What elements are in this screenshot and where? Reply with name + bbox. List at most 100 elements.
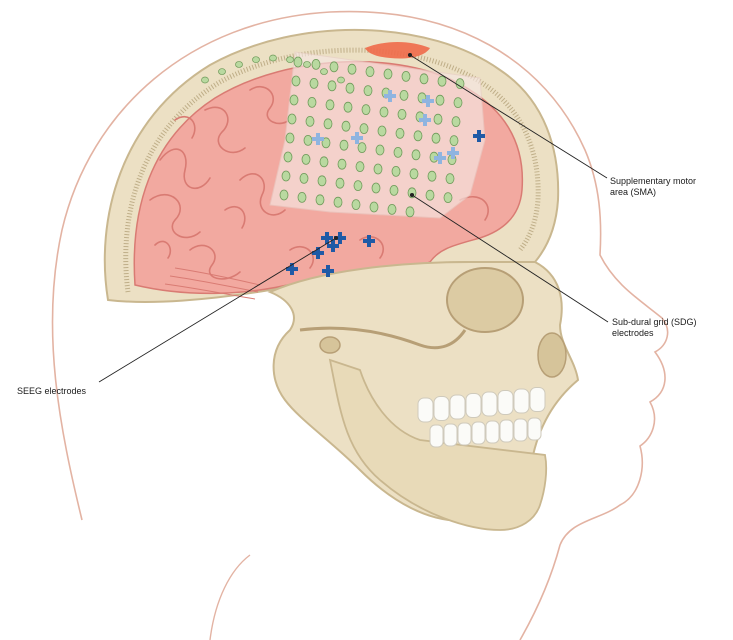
grid-contact: [335, 177, 345, 189]
grid-contact: [389, 184, 399, 196]
grid-contact: [319, 156, 329, 168]
strip-contact: [337, 76, 345, 84]
plus-electrode-icon: [473, 130, 485, 142]
head-skin-outline: [51, 10, 669, 640]
plus-bar-v: [388, 90, 392, 102]
strip-contact: [235, 61, 243, 68]
upper-tooth: [449, 394, 466, 420]
grid-contact: [379, 106, 389, 118]
neck-outline: [209, 554, 251, 640]
grid-contact: [409, 168, 419, 180]
sma-leader: [409, 54, 608, 179]
grid-contact: [453, 97, 463, 108]
sdg-leader: [411, 194, 609, 323]
lower-tooth: [527, 417, 542, 441]
grid-contact: [451, 116, 461, 127]
lower-teeth: [429, 417, 542, 448]
plus-bar-v: [438, 152, 442, 164]
strip-contact: [201, 76, 209, 84]
sma-region: [365, 42, 430, 59]
grid-contact: [309, 78, 319, 89]
plus-bar-v: [326, 265, 330, 277]
grid-contact: [299, 172, 309, 184]
strip-contact: [286, 56, 294, 64]
grid-contact: [281, 170, 291, 182]
grid-contact: [373, 163, 383, 175]
lower-tooth: [471, 421, 486, 445]
plus-bar-v: [316, 247, 320, 259]
plus-electrode-icon: [334, 232, 346, 244]
sdg-label-line2: electrodes: [612, 328, 654, 338]
brain-gyri: [149, 85, 489, 280]
plus-bar-v: [355, 132, 359, 144]
grid-contact: [369, 201, 379, 213]
strip-contact: [320, 68, 328, 75]
strip-contact: [269, 54, 277, 62]
strip-contact: [252, 56, 260, 64]
grid-contact: [307, 97, 317, 108]
grid-contact: [345, 82, 355, 94]
plus-electrode-icon: [363, 235, 375, 247]
grid-contacts: [279, 56, 465, 218]
lower-tooth: [443, 423, 458, 447]
grid-contact: [455, 78, 465, 89]
grid-contact: [323, 118, 333, 130]
lower-tooth: [513, 418, 528, 442]
ear-canal: [319, 336, 341, 354]
grid-contact: [405, 206, 415, 218]
temporal-striations: [164, 267, 261, 300]
grid-contact: [387, 203, 397, 215]
upper-tooth: [465, 393, 482, 418]
grid-contact: [301, 153, 311, 165]
upper-tooth: [481, 391, 498, 417]
grid-contact: [393, 146, 403, 158]
grid-contact: [337, 158, 347, 170]
grid-contact: [347, 63, 357, 75]
grid-contact: [289, 94, 299, 106]
grid-contact: [391, 165, 401, 177]
strip-contacts: [201, 54, 345, 84]
strip-contact: [303, 61, 311, 68]
plus-bar-v: [338, 232, 342, 244]
lower-tooth: [457, 422, 472, 446]
grid-contact: [431, 132, 441, 144]
grid-contact: [355, 161, 365, 173]
seeg-leader: [98, 237, 337, 383]
grid-contact: [343, 101, 353, 113]
plus-bar-v: [477, 130, 481, 142]
upper-teeth: [417, 387, 546, 423]
plus-bar-v: [331, 240, 335, 252]
plus-bar-v: [290, 263, 294, 275]
plus-electrode-icon: [327, 240, 339, 252]
grid-contact: [397, 109, 407, 120]
grid-contact: [433, 113, 443, 125]
grid-contact: [305, 116, 315, 127]
grid-contact: [411, 149, 421, 161]
plus-bar-v: [423, 114, 427, 126]
leader-lines: [98, 52, 609, 383]
grid-contact: [297, 191, 307, 203]
plus-electrode-icon: [384, 90, 396, 102]
grid-contact: [449, 135, 459, 147]
sdg-label: Sub-dural grid (SDG) electrodes: [612, 317, 697, 339]
plus-bar-v: [367, 235, 371, 247]
plus-electrode-icon: [321, 232, 333, 244]
grid-contact: [287, 113, 297, 125]
upper-tooth: [497, 390, 514, 415]
zygomatic-arch: [299, 326, 467, 350]
lower-tooth: [485, 420, 500, 444]
plus-bar-v: [325, 232, 329, 244]
strip-contact: [218, 68, 226, 75]
plus-electrode-icon: [351, 132, 363, 144]
grid-contact: [327, 80, 337, 92]
sdg-label-line1: Sub-dural grid (SDG): [612, 317, 697, 327]
nasal-cavity: [537, 332, 567, 378]
seeg-label-line1: SEEG electrodes: [17, 386, 87, 396]
plus-electrode-icon: [286, 263, 298, 275]
grid-contact: [445, 173, 455, 185]
grid-contact: [339, 139, 349, 151]
plus-electrode-icon: [422, 95, 434, 107]
plus-electrode-icon: [447, 147, 459, 159]
